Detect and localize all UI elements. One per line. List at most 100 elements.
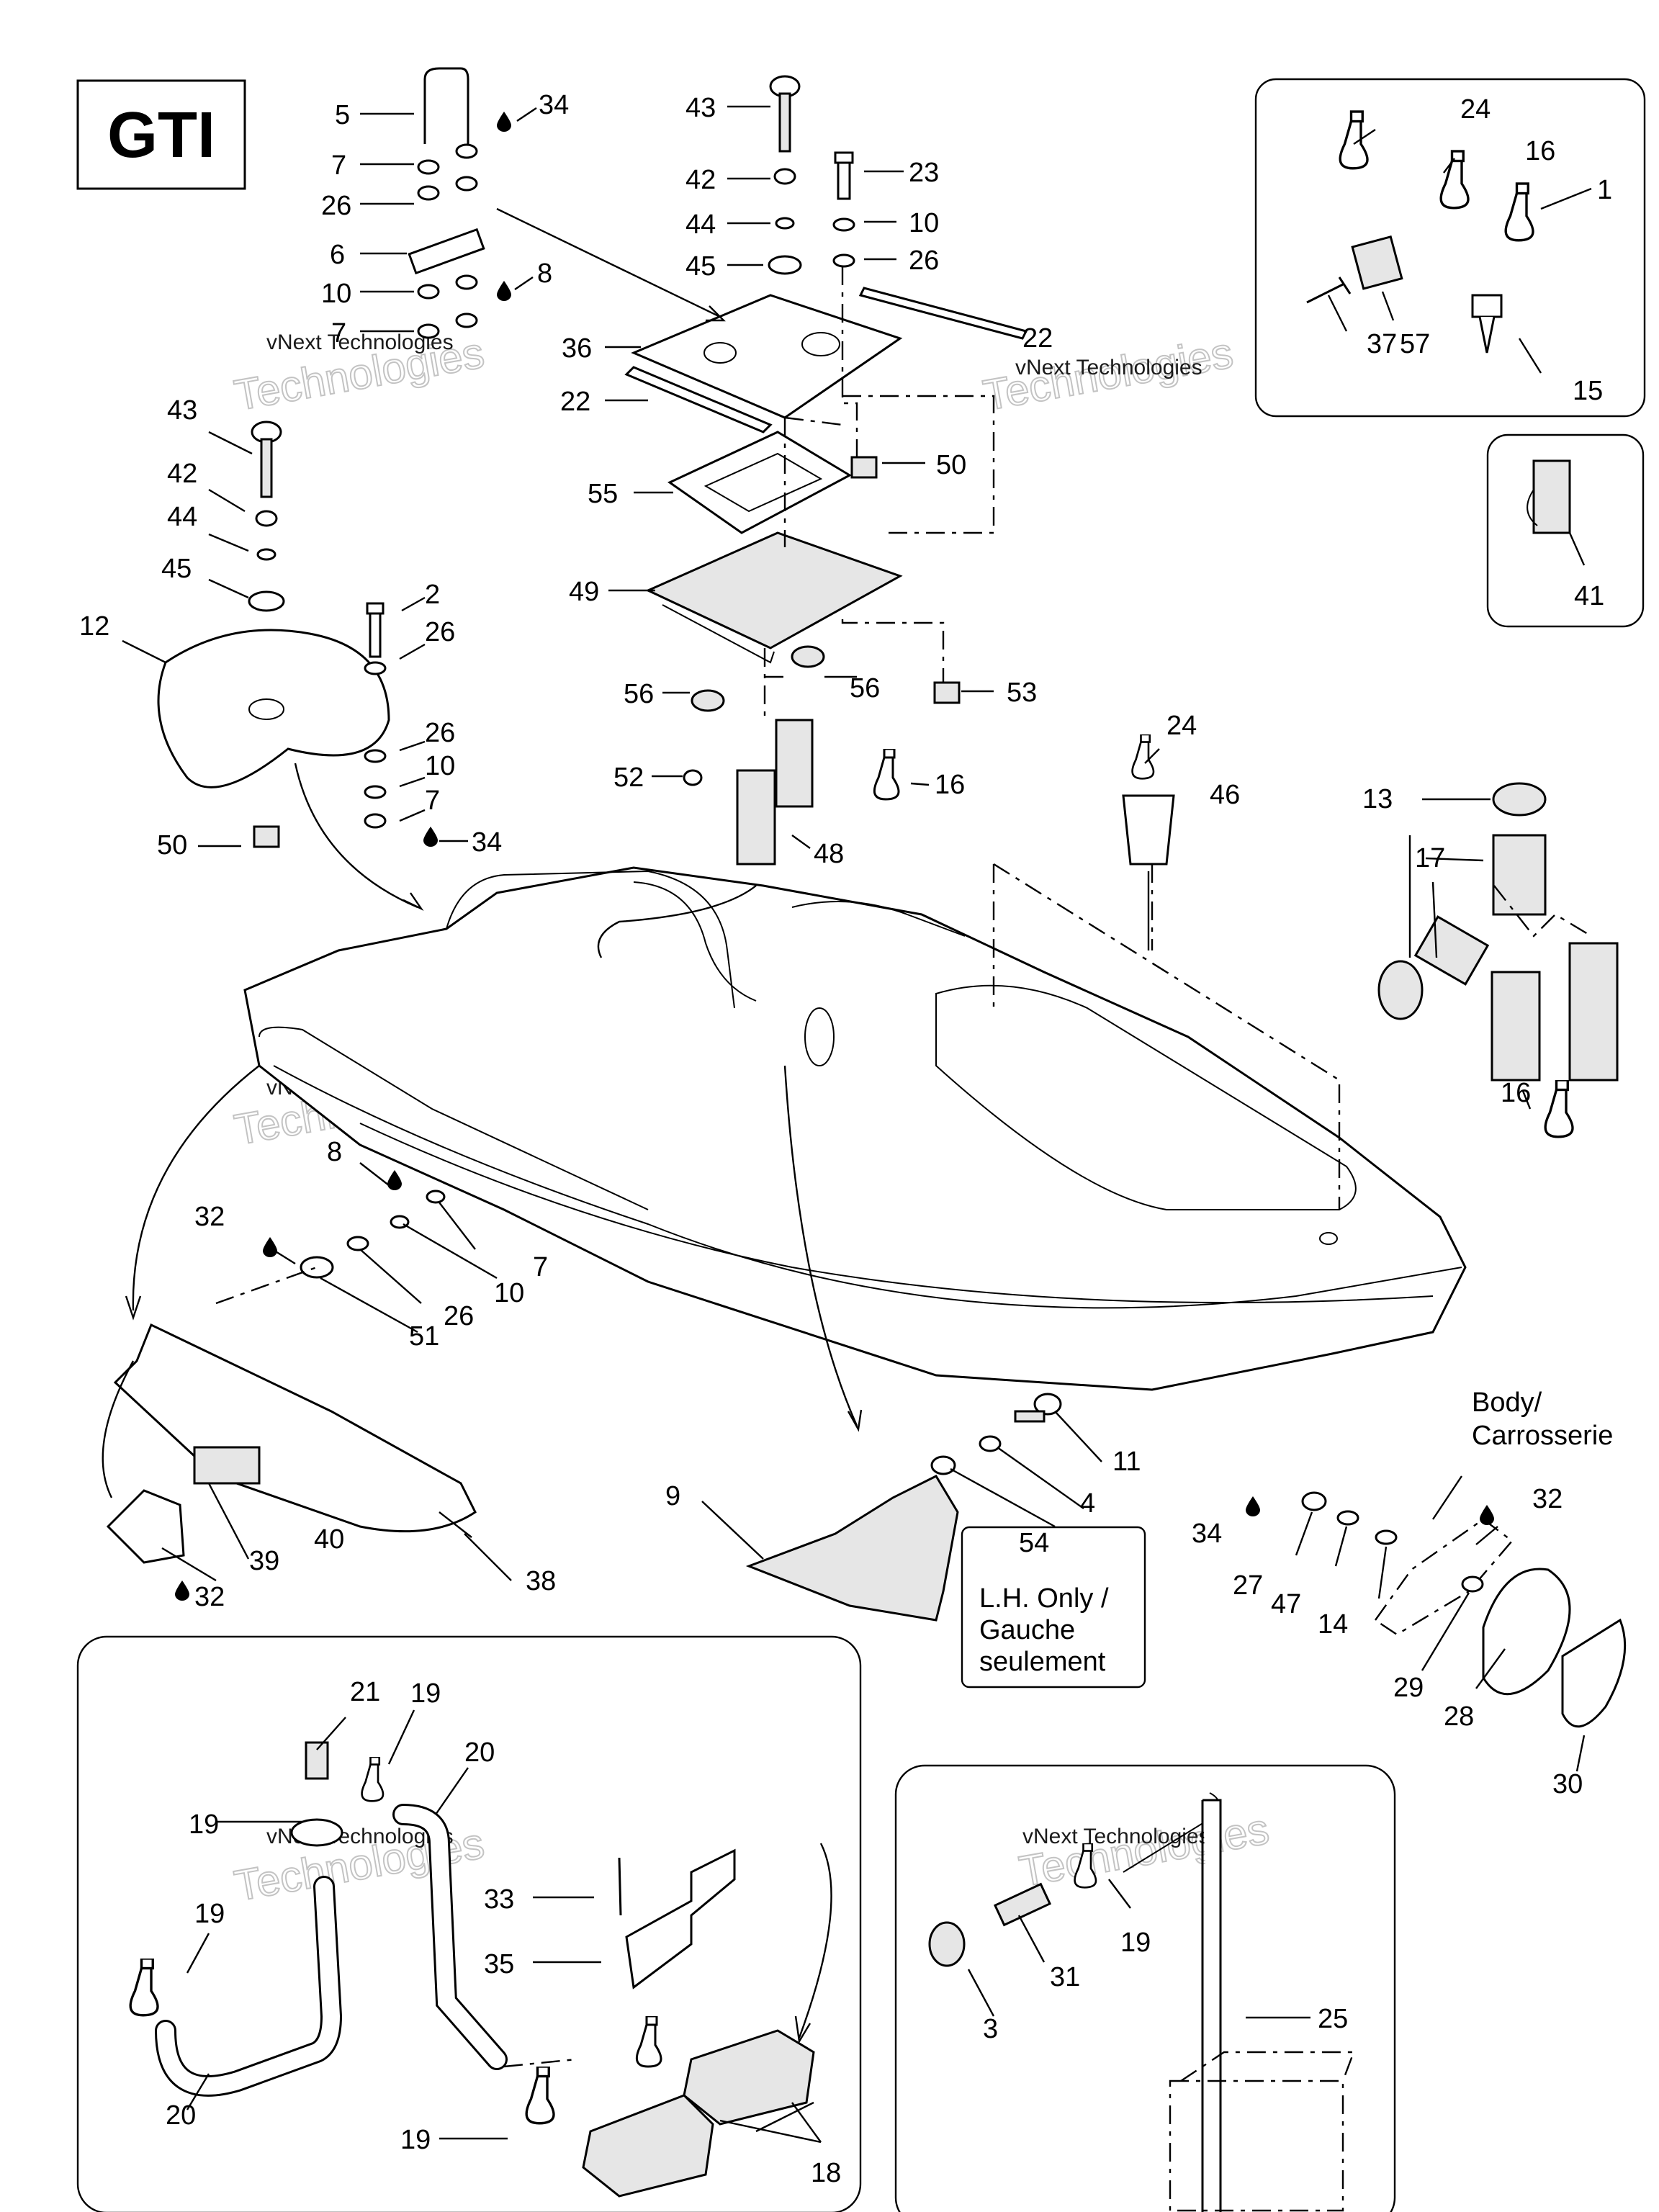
callout-7: 7 (533, 1252, 548, 1282)
callout-16: 16 (935, 770, 965, 800)
bolt-2-stack (364, 602, 387, 829)
callout-44: 44 (685, 210, 716, 240)
fuel-bottle-lower (582, 2094, 714, 2198)
callout-8: 8 (327, 1137, 342, 1167)
callout-23: 23 (909, 158, 939, 188)
callout-2: 2 (425, 580, 440, 610)
callout-31: 31 (1050, 1962, 1080, 1992)
callout-26: 26 (444, 1301, 474, 1331)
callout-52: 52 (613, 763, 644, 793)
reflector-group (1301, 1491, 1627, 1728)
callout-26: 26 (425, 718, 455, 748)
callout-34: 34 (1192, 1519, 1222, 1549)
callout-10: 10 (909, 208, 939, 238)
callout-16: 16 (1525, 136, 1555, 166)
callout-39: 39 (249, 1546, 279, 1576)
callout-19: 19 (410, 1678, 441, 1709)
leader-lines (122, 105, 1592, 2144)
note-texts: L.H. Only / Gauche seulement Body/ Carro… (979, 1388, 1613, 1677)
callout-15: 15 (1573, 376, 1603, 406)
callout-49: 49 (569, 577, 599, 607)
battery-inset-box (894, 1764, 1396, 2212)
model-label-box (76, 79, 246, 190)
callout-24: 24 (1460, 94, 1491, 125)
callout-26: 26 (425, 617, 455, 647)
callout-10: 10 (321, 279, 351, 309)
callout-29: 29 (1393, 1673, 1424, 1703)
strip-right-shape (858, 287, 1028, 340)
callout-34: 34 (472, 827, 502, 858)
callout-43: 43 (685, 93, 716, 123)
lh-note-line2: Gauche (979, 1615, 1075, 1645)
side-panel-shape (745, 1475, 959, 1622)
callout-22: 22 (1022, 323, 1053, 354)
clip-shape (1527, 459, 1571, 534)
callout-7: 7 (331, 150, 346, 181)
callout-28: 28 (1444, 1701, 1474, 1732)
callout-40: 40 (314, 1524, 344, 1555)
callout-25: 25 (1318, 2004, 1348, 2034)
callout-3: 3 (983, 2014, 998, 2044)
callout-18: 18 (811, 2158, 841, 2188)
callout-11: 11 (1112, 1447, 1141, 1477)
callout-32: 32 (194, 1582, 225, 1612)
lh-note-line3: seulement (979, 1647, 1106, 1677)
callout-16: 16 (1501, 1078, 1531, 1108)
callout-10: 10 (494, 1278, 524, 1308)
callout-21: 21 (350, 1677, 380, 1707)
callout-56: 56 (850, 673, 880, 703)
screw-11-stack (930, 1393, 1062, 1475)
callout-50: 50 (936, 450, 966, 480)
handle-grip-shape (157, 629, 390, 788)
callout-51: 51 (409, 1321, 439, 1352)
callout-9: 9 (665, 1481, 680, 1511)
vent-grill-shape (106, 1489, 185, 1564)
callout-24: 24 (1166, 711, 1197, 741)
callout-numbers: 5 34 7 26 6 10 8 7 43 42 44 45 23 10 26 … (79, 90, 1612, 2188)
cable-tie-16 (873, 749, 900, 801)
bracket-35-shape (625, 1848, 736, 1990)
model-label: GTI (107, 99, 215, 171)
u-bolt-shape (423, 67, 469, 144)
screw-shape (1471, 294, 1503, 354)
callout-33: 33 (484, 1884, 514, 1915)
callout-38: 38 (526, 1566, 556, 1596)
fitting-group (1377, 782, 1619, 1138)
callout-35: 35 (484, 1949, 514, 1979)
bracket-plate-shape (631, 294, 903, 419)
callout-26: 26 (321, 191, 351, 221)
rivet-52 (683, 769, 703, 786)
callout-19: 19 (194, 1899, 225, 1929)
rivet-33-shape (618, 1857, 622, 1916)
callout-47: 47 (1271, 1589, 1301, 1619)
bellows-hoses (736, 719, 814, 866)
callout-48: 48 (814, 839, 844, 869)
callout-43: 43 (167, 395, 197, 426)
vent-shape (1122, 794, 1175, 866)
callout-4: 4 (1080, 1488, 1095, 1519)
base-plate-shape (645, 531, 903, 649)
washer-stack-left (408, 143, 485, 339)
callout-20: 20 (166, 2100, 196, 2131)
callout-56: 56 (624, 679, 654, 709)
fuel-hoses (155, 1741, 508, 2097)
hull-body (243, 866, 1467, 1391)
callout-42: 42 (167, 459, 197, 489)
cable-tie-24 (1131, 734, 1155, 780)
gasket-shape (667, 431, 853, 534)
grommet-left (691, 689, 725, 712)
callout-44: 44 (167, 502, 197, 532)
callout-54: 54 (1019, 1528, 1049, 1558)
lh-note-box (961, 1526, 1146, 1689)
callout-50: 50 (157, 830, 187, 860)
callout-27: 27 (1233, 1570, 1263, 1601)
callout-26: 26 (909, 246, 939, 276)
callout-7: 7 (425, 786, 440, 816)
callout-1: 1 (1597, 175, 1612, 205)
lh-note-line1: L.H. Only / (979, 1583, 1109, 1614)
callout-57: 57 (1400, 329, 1430, 359)
hose-clamp-19 (525, 2067, 555, 2125)
strip-left-shape (624, 366, 773, 433)
bolt-23 (832, 151, 855, 268)
